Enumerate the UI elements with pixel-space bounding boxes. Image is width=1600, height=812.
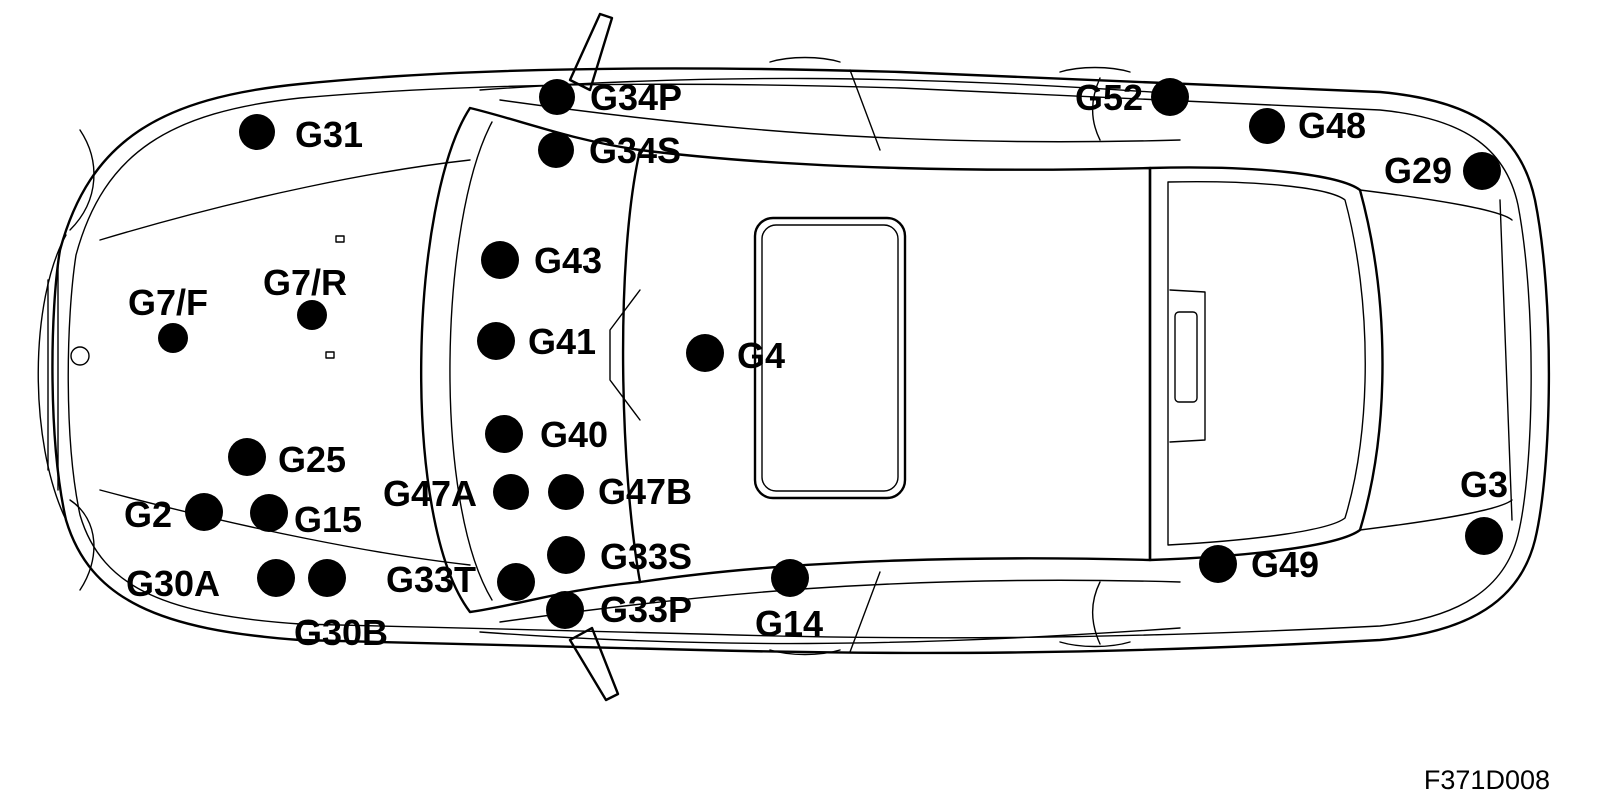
ground-point-g33t[interactable]: G33T	[386, 559, 535, 601]
ground-point-dot	[493, 474, 529, 510]
ground-point-dot	[158, 323, 188, 353]
ground-point-label: G40	[540, 414, 608, 455]
ground-point-dot	[239, 114, 275, 150]
ground-point-g47b[interactable]: G47B	[548, 471, 692, 512]
ground-point-g47a[interactable]: G47A	[383, 473, 529, 514]
ground-point-dot	[686, 334, 724, 372]
ground-point-dot	[481, 241, 519, 279]
ground-point-g14[interactable]: G14	[755, 559, 823, 644]
ground-point-dot	[497, 563, 535, 601]
ground-point-label: G34S	[589, 130, 681, 171]
ground-point-g33p[interactable]: G33P	[546, 589, 692, 630]
ground-point-label: G43	[534, 240, 602, 281]
ground-point-label: G33T	[386, 559, 476, 600]
ground-point-dot	[308, 559, 346, 597]
ground-point-g25[interactable]: G25	[228, 438, 346, 480]
ground-point-dot	[1199, 545, 1237, 583]
ground-point-label: G31	[295, 114, 363, 155]
ground-point-g30b[interactable]: G30B	[294, 612, 388, 653]
ground-point-g49[interactable]: G49	[1199, 544, 1319, 585]
ground-point-label: G7/R	[263, 262, 347, 303]
ground-point-dot	[547, 536, 585, 574]
ground-point-label: G3	[1460, 464, 1508, 505]
ground-point-label: G52	[1075, 77, 1143, 118]
ground-point-g2[interactable]: G2	[124, 493, 223, 535]
ground-point-dot	[185, 493, 223, 531]
ground-point-g34s[interactable]: G34S	[538, 130, 681, 171]
ground-point-label: G49	[1251, 544, 1319, 585]
ground-point-g41[interactable]: G41	[477, 321, 596, 362]
ground-point-label: G30B	[294, 612, 388, 653]
ground-point-dot	[257, 559, 295, 597]
ground-point-g30a[interactable]: G30A	[126, 559, 346, 604]
ground-point-label: G41	[528, 321, 596, 362]
ground-point-dot	[477, 322, 515, 360]
ground-point-label: G30A	[126, 563, 220, 604]
ground-point-dot	[539, 79, 575, 115]
ground-point-g31[interactable]: G31	[239, 114, 363, 155]
ground-point-dot	[1465, 517, 1503, 555]
ground-point-label: G4	[737, 335, 785, 376]
ground-point-dot	[297, 300, 327, 330]
ground-point-dot	[228, 438, 266, 476]
ground-point-label: G7/F	[128, 282, 208, 323]
ground-point-g7f[interactable]: G7/F	[128, 282, 208, 353]
ground-point-dot	[250, 494, 288, 532]
ground-point-dot	[1249, 108, 1285, 144]
ground-point-label: G29	[1384, 150, 1452, 191]
ground-point-dot	[548, 474, 584, 510]
ground-point-g52[interactable]: G52	[1075, 77, 1189, 118]
ground-point-dot	[1463, 152, 1501, 190]
ground-points: G34P G52 G31 G34S G48 G29 G43 G7/R	[124, 77, 1508, 653]
ground-point-g15[interactable]: G15	[250, 494, 362, 540]
ground-point-g48[interactable]: G48	[1249, 105, 1366, 146]
ground-point-label: G48	[1298, 105, 1366, 146]
ground-point-g3[interactable]: G3	[1460, 464, 1508, 555]
ground-point-g43[interactable]: G43	[481, 240, 602, 281]
ground-point-label: G15	[294, 499, 362, 540]
ground-point-dot	[1151, 78, 1189, 116]
ground-point-label: G14	[755, 603, 823, 644]
ground-point-label: G33S	[600, 536, 692, 577]
ground-point-g7r[interactable]: G7/R	[263, 262, 347, 330]
ground-point-label: G33P	[600, 589, 692, 630]
figure-id: F371D008	[1423, 765, 1550, 795]
ground-point-dot	[485, 415, 523, 453]
ground-point-label: G47A	[383, 473, 477, 514]
ground-point-g34p[interactable]: G34P	[539, 77, 682, 118]
ground-point-label: G34P	[590, 77, 682, 118]
car-body-outline	[37, 12, 1551, 702]
ground-point-g4[interactable]: G4	[686, 334, 785, 376]
ground-point-dot	[771, 559, 809, 597]
ground-point-label: G2	[124, 494, 172, 535]
ground-point-g33s[interactable]: G33S	[547, 536, 692, 577]
ground-point-g40[interactable]: G40	[485, 414, 608, 455]
ground-point-dot	[538, 132, 574, 168]
ground-point-label: G25	[278, 439, 346, 480]
ground-point-label: G47B	[598, 471, 692, 512]
ground-point-dot	[546, 591, 584, 629]
ground-point-g29[interactable]: G29	[1384, 150, 1501, 191]
